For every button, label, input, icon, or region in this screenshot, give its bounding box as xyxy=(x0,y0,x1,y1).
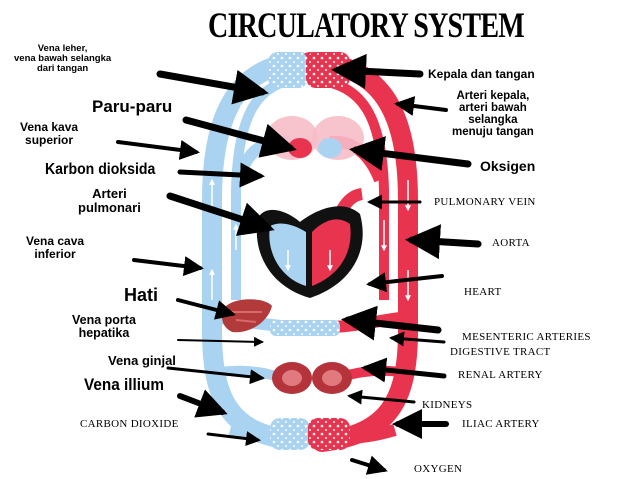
label-neck-veins: Vena leher, vena bawah selangka dari tan… xyxy=(14,43,112,74)
lungs xyxy=(266,116,364,160)
diagram-title: CIRCULATORY SYSTEM xyxy=(208,5,525,45)
label-iliac-vein: Vena illium xyxy=(84,375,164,394)
label-carbon-dioxide-id: Karbon dioksida xyxy=(45,161,156,178)
label-mesenteric-arteries: MESENTERIC ARTERIES xyxy=(462,331,591,343)
kidneys xyxy=(272,362,352,394)
right-pointer-arrows xyxy=(331,53,482,475)
label-aorta: AORTA xyxy=(492,237,530,249)
label-superior-vena-cava: Vena kava superior xyxy=(20,120,79,147)
label-renal-artery: RENAL ARTERY xyxy=(458,369,543,381)
left-pointer-arrows xyxy=(116,69,297,447)
label-lungs: Paru-paru xyxy=(92,97,173,116)
heart xyxy=(256,206,363,298)
label-pulmonary-vein: PULMONARY VEIN xyxy=(434,196,536,208)
label-carbon-dioxide: CARBON DIOXIDE xyxy=(80,418,179,430)
label-hepatic-portal-vein: Vena porta hepatika xyxy=(72,313,136,341)
label-kidneys: KIDNEYS xyxy=(422,399,473,411)
label-digestive-tract: DIGESTIVE TRACT xyxy=(450,346,551,358)
label-pulmonary-artery: Arteri pulmonari xyxy=(78,186,141,215)
label-head-arteries: Arteri kepala, arteri bawah selangka men… xyxy=(452,90,534,139)
label-liver: Hati xyxy=(124,285,159,305)
label-head-arms: Kepala dan tangan xyxy=(428,67,535,81)
label-iliac-artery: ILIAC ARTERY xyxy=(462,418,540,430)
label-oxygen-id: Oksigen xyxy=(480,158,536,174)
label-renal-vein: Vena ginjal xyxy=(108,353,176,368)
label-oxygen: OXYGEN xyxy=(414,463,463,475)
label-heart: HEART xyxy=(464,286,502,298)
label-inferior-vena-cava: Vena cava inferior xyxy=(26,234,85,261)
